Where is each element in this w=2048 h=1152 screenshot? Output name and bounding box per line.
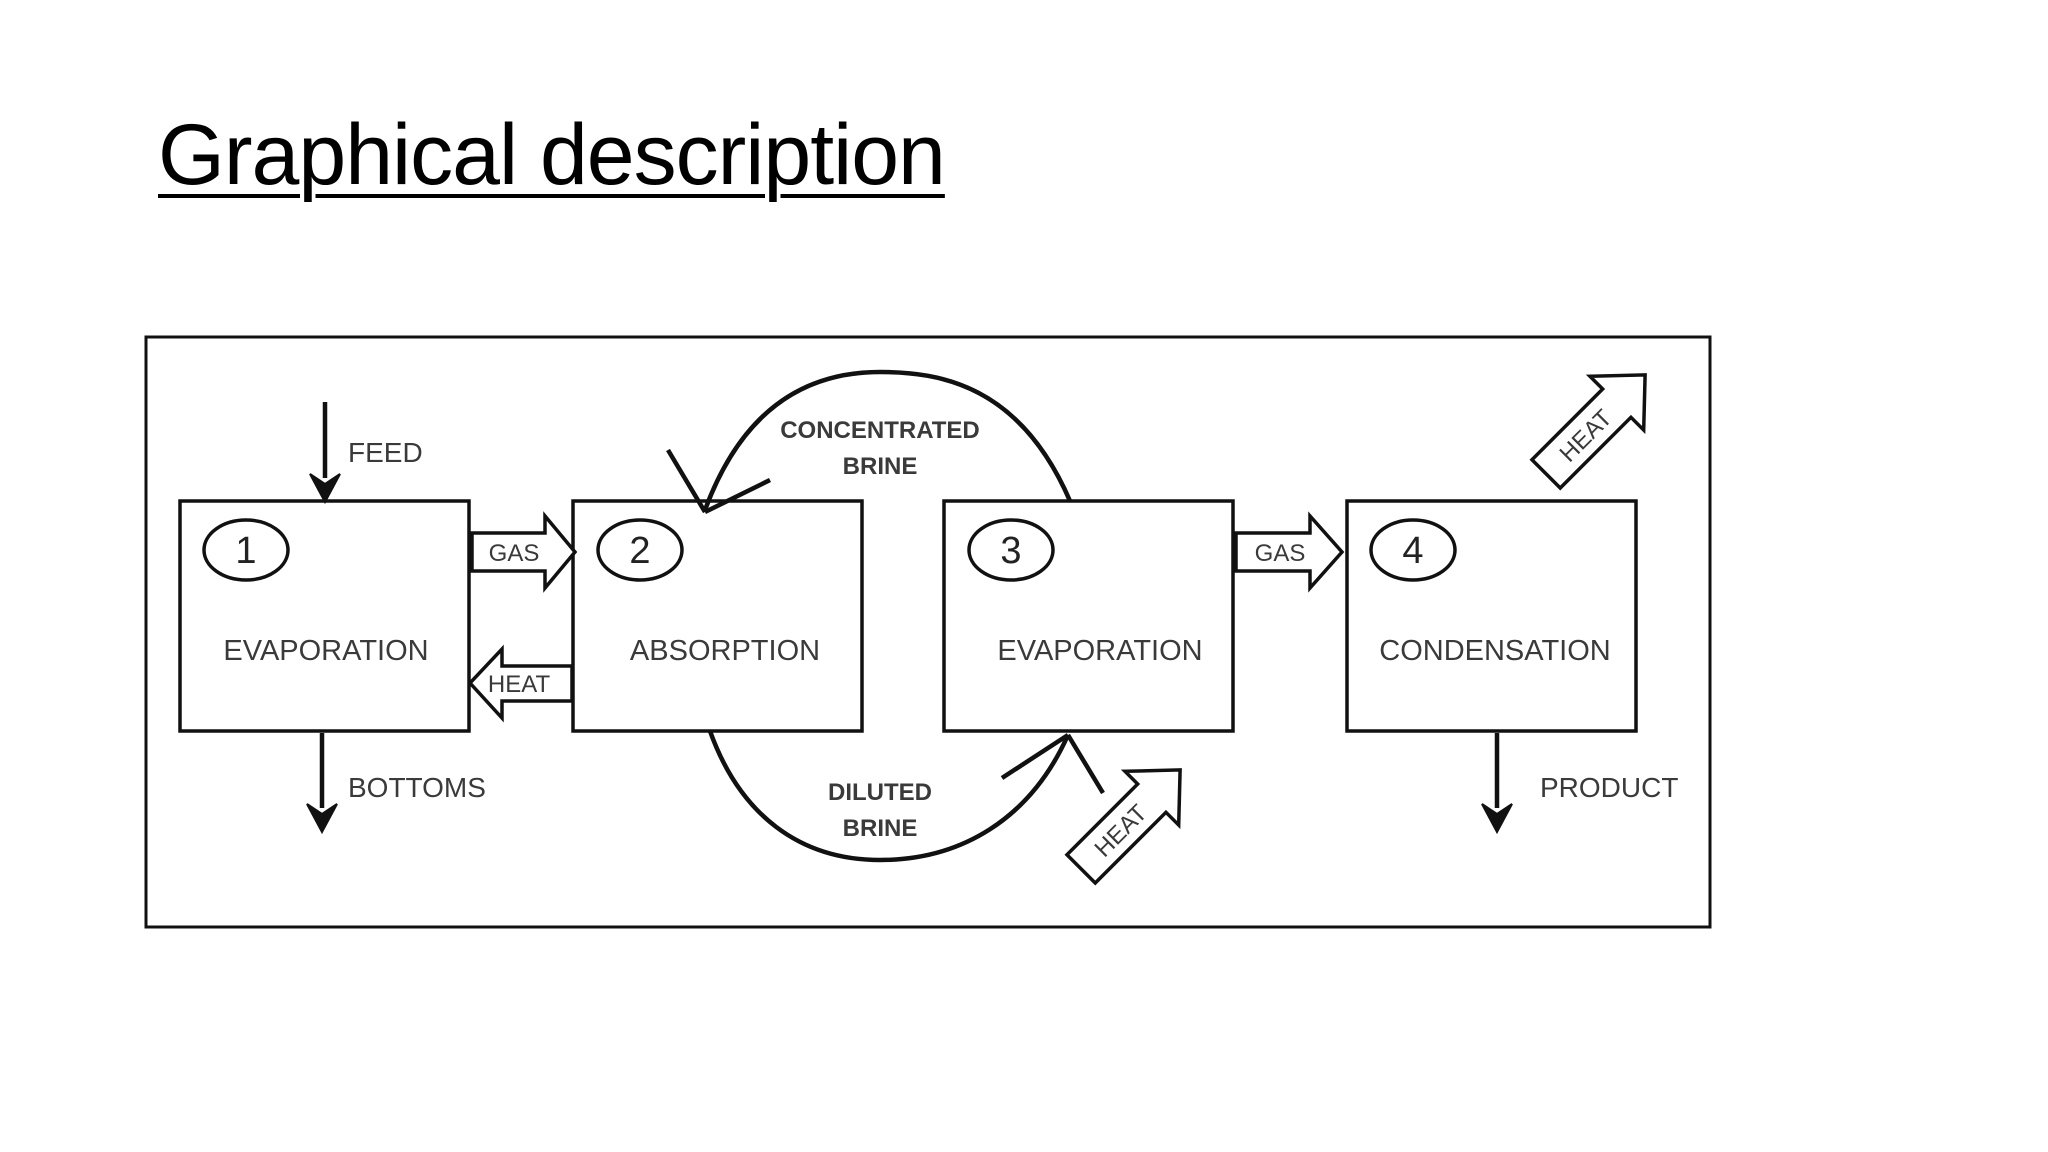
step-3-label: EVAPORATION <box>997 635 1202 667</box>
bottoms-arrow <box>306 733 338 835</box>
gas-label-3-4: GAS <box>1255 540 1306 567</box>
product-label: PRODUCT <box>1540 772 1678 803</box>
step-4-label: CONDENSATION <box>1379 635 1610 667</box>
diagram-frame <box>144 335 1712 929</box>
heat-in-arrow-3: HEAT <box>1064 768 1182 886</box>
feed-label: FEED <box>348 437 423 468</box>
step-4-number: 4 <box>1369 518 1457 582</box>
concentrated-brine-arc <box>702 369 1073 511</box>
svg-text:3: 3 <box>1000 530 1021 572</box>
step-3-number: 3 <box>967 518 1055 582</box>
gas-arrow-1-2 <box>470 511 578 593</box>
product-arrow <box>1481 733 1513 835</box>
svg-text:4: 4 <box>1402 530 1423 572</box>
diluted-brine-label-1: DILUTED <box>828 779 932 806</box>
svg-text:1: 1 <box>235 530 256 572</box>
bottoms-label: BOTTOMS <box>348 772 486 803</box>
heat-arrow-2-1 <box>467 644 574 723</box>
concentrated-brine-label-1: CONCENTRATED <box>780 417 980 444</box>
step-2-number: 2 <box>596 518 684 582</box>
diluted-brine-arrowhead <box>1000 733 1105 795</box>
diluted-brine-label-2: BRINE <box>843 815 918 842</box>
step-1-label: EVAPORATION <box>223 635 428 667</box>
slide-title: Graphical description <box>158 107 946 203</box>
svg-text:2: 2 <box>629 530 650 572</box>
concentrated-brine-label-2: BRINE <box>843 453 918 480</box>
feed-arrow <box>309 402 341 505</box>
concentrated-brine-arrowhead <box>666 448 771 515</box>
gas-label-1-2: GAS <box>489 540 540 567</box>
step-2-label: ABSORPTION <box>630 635 820 667</box>
diluted-brine-arc <box>707 730 1071 863</box>
heat-label-2-1: HEAT <box>488 671 551 698</box>
heat-out-arrow-4: HEAT <box>1529 373 1647 491</box>
gas-arrow-3-4 <box>1234 511 1345 593</box>
step-1-number: 1 <box>202 518 290 582</box>
